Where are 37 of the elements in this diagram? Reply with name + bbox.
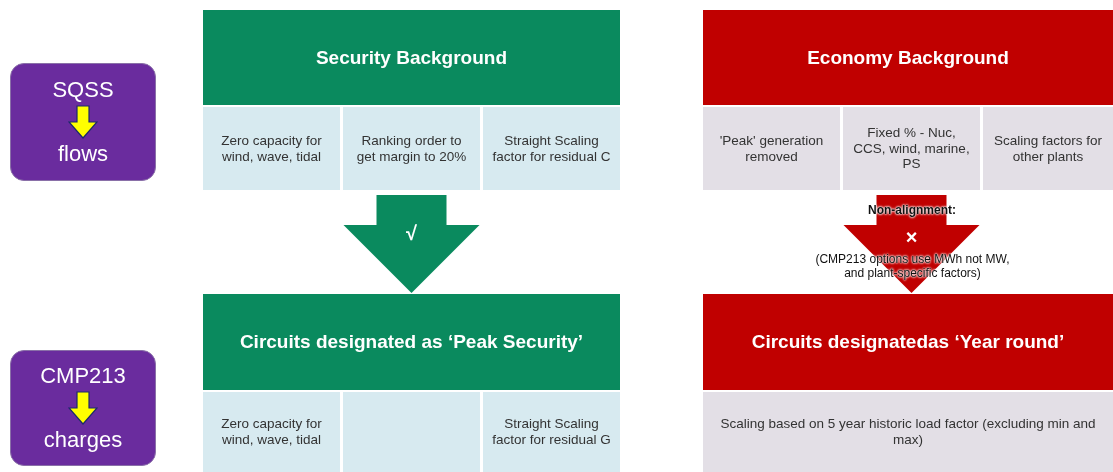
edge-label: √	[405, 222, 418, 245]
stage-label: CMP213	[40, 363, 126, 389]
cell-text: Straight Scaling factor for residual C	[491, 133, 612, 164]
cell-text: Zero capacity for wind, wave, tidal	[220, 416, 323, 448]
stage-box	[10, 63, 156, 181]
info-cell	[703, 107, 840, 190]
stage-box	[10, 350, 156, 466]
stage-label: charges	[43, 427, 123, 453]
cell-text: Straight Scaling factor for residual G	[491, 416, 612, 448]
cell-text: Fixed % - Nuc, CCS, wind, marine, PS	[852, 125, 971, 172]
cell-text: 'Peak' generation removed	[718, 133, 825, 164]
cell-text: Ranking order to get margin to 20%	[355, 133, 468, 164]
block-arrow	[843, 195, 980, 293]
cell-text: Scaling based on 5 year historic load factor (excluding min and max)	[719, 416, 1097, 448]
header-text: Circuits designatedas ‘Year round’	[751, 330, 1065, 354]
info-cell	[343, 107, 480, 190]
info-cell	[483, 107, 620, 190]
header-banner	[203, 10, 620, 105]
header-text: Circuits designated as ‘Peak Security’	[239, 330, 584, 354]
info-cell	[203, 107, 340, 190]
header-banner	[703, 10, 1113, 105]
edge-label: ×	[904, 226, 919, 249]
stage-label: flows	[57, 141, 109, 167]
info-cell	[203, 392, 340, 472]
info-cell	[343, 392, 480, 472]
header-text: Security Background	[315, 45, 508, 70]
info-cell	[983, 107, 1113, 190]
info-cell	[843, 107, 980, 190]
block-arrow	[343, 195, 480, 293]
info-cell	[703, 392, 1113, 472]
header-banner	[203, 294, 620, 390]
header-text: Economy Background	[807, 45, 1009, 70]
cell-text: Zero capacity for wind, wave, tidal	[220, 133, 323, 164]
info-cell	[483, 392, 620, 472]
header-banner	[703, 294, 1113, 390]
stage-label: SQSS	[52, 77, 114, 103]
cell-text: Scaling factors for other plants	[992, 133, 1103, 164]
